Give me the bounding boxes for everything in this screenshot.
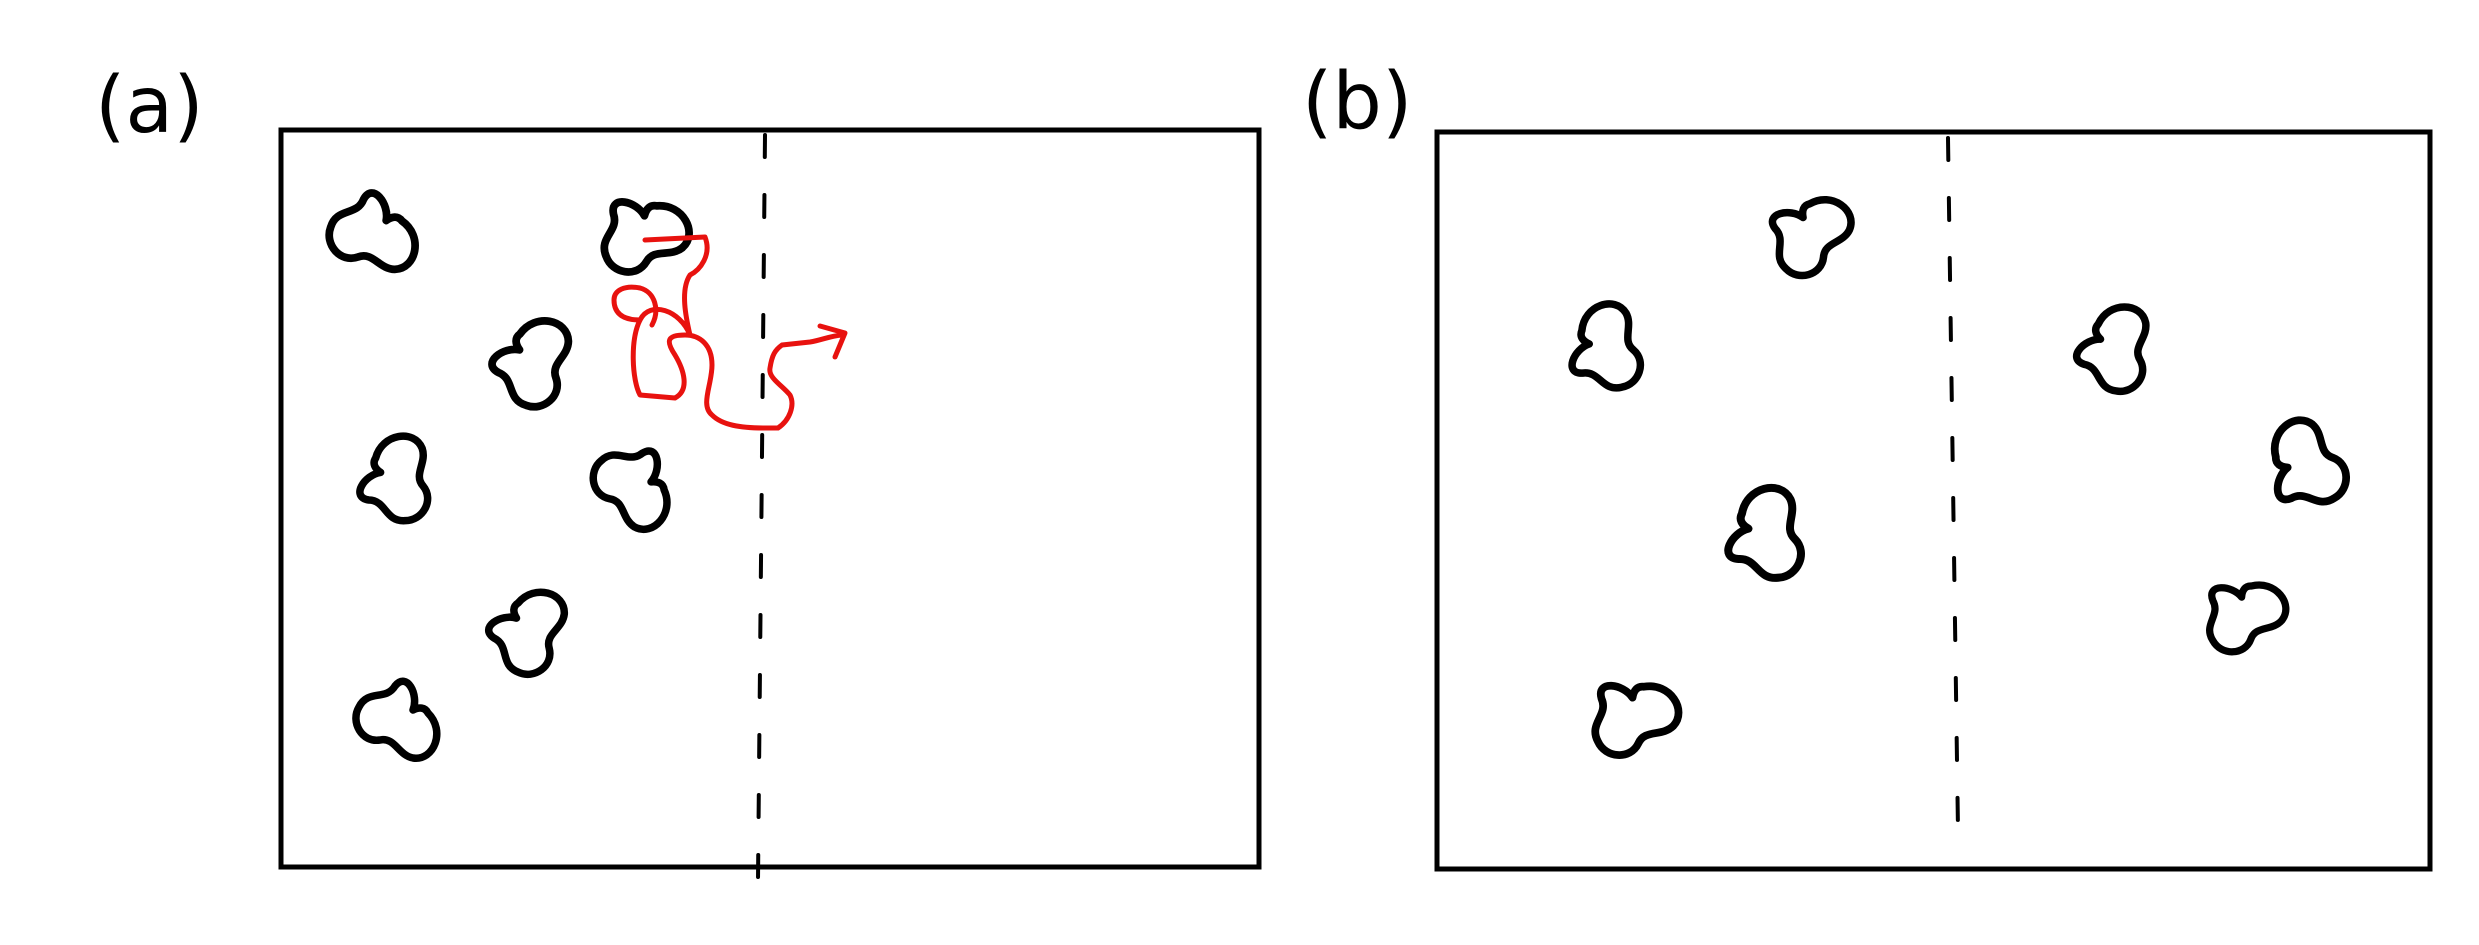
particle — [2190, 563, 2293, 668]
random-walk-path — [630, 234, 845, 431]
panel-a-particles — [323, 178, 698, 758]
panel-b-divider — [1946, 136, 1960, 832]
arrow-head-icon — [817, 323, 848, 360]
random-walk — [611, 234, 848, 431]
panel-a: (a) — [95, 61, 1262, 882]
particle — [2065, 300, 2165, 402]
particle — [356, 681, 437, 758]
particle — [486, 590, 570, 677]
random-walk-loop — [611, 284, 659, 328]
particle — [2252, 412, 2364, 523]
panel-b: (b) — [1302, 57, 2433, 872]
particle — [584, 178, 699, 293]
panel-b-box — [1434, 129, 2433, 872]
particle — [486, 317, 579, 413]
panel-a-box — [278, 127, 1262, 870]
particle — [1574, 660, 1687, 774]
particle — [344, 428, 451, 536]
particle — [1552, 295, 1663, 406]
panel-b-label: (b) — [1302, 57, 1412, 147]
particle — [1761, 187, 1856, 285]
particle — [323, 187, 419, 280]
panel-a-divider — [756, 133, 767, 882]
particle — [581, 435, 683, 535]
panel-a-label: (a) — [95, 61, 204, 151]
particle — [1709, 478, 1826, 596]
